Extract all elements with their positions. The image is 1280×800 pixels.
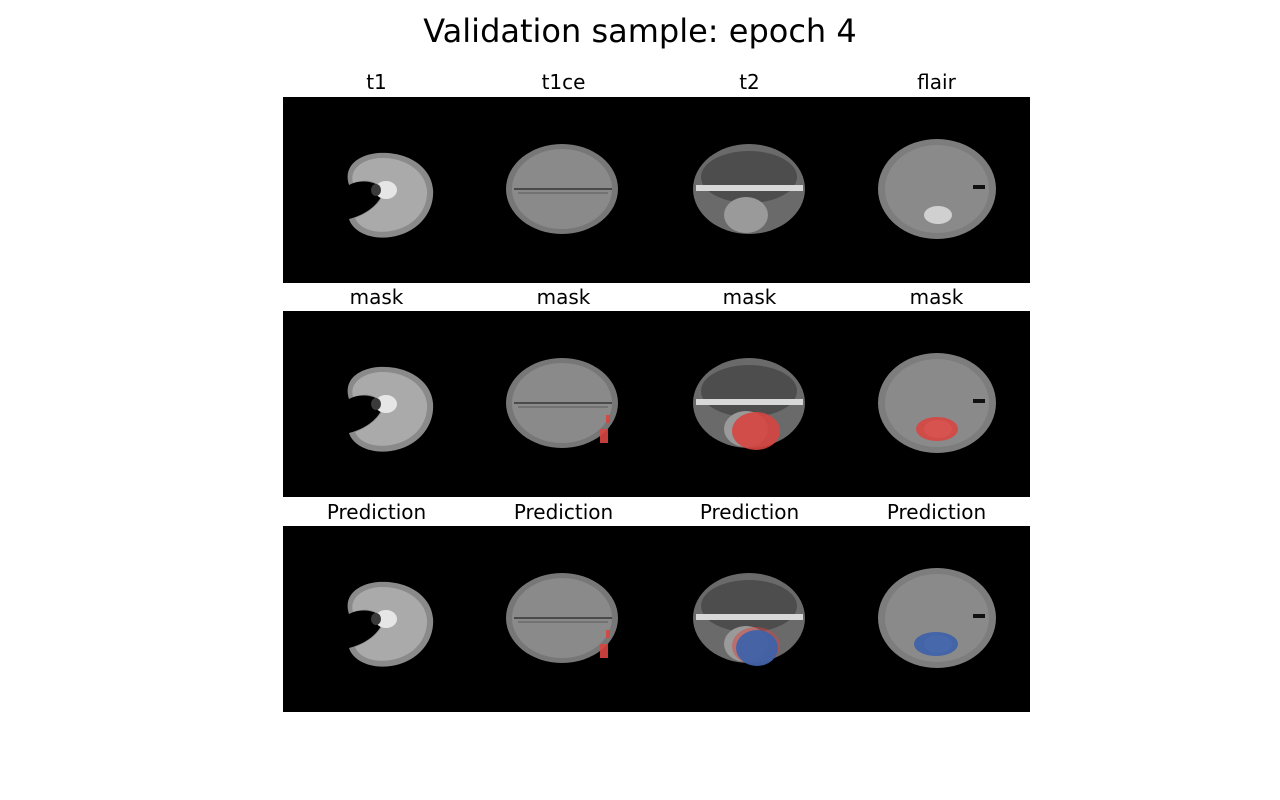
mask-overlay-region	[916, 417, 958, 441]
dark-region-shape	[701, 365, 797, 417]
mask-overlay-region	[600, 429, 608, 443]
brain-slice-t1ce-image	[506, 358, 618, 448]
prediction-panel-t1ce	[470, 526, 657, 712]
dark-region-shape	[701, 151, 797, 203]
bright-structure	[375, 181, 397, 199]
mask-panel-t1	[283, 311, 470, 497]
panel-title-prediction-t2: Prediction	[699, 500, 800, 524]
brain-slice-t2-image	[693, 573, 805, 666]
panel-title-prediction-t1ce: Prediction	[513, 500, 614, 524]
bright-band-shape	[696, 614, 803, 620]
bright-structure	[375, 395, 397, 413]
dark-region-shape	[701, 580, 797, 632]
ventricle-shape	[371, 184, 381, 196]
lesion-region-shape	[724, 197, 768, 233]
brain-slice-flair-image	[878, 353, 996, 453]
prediction-panel-flair	[843, 526, 1030, 712]
brain-slice-t1ce-image	[506, 144, 618, 234]
panel-title-prediction-t1: Prediction	[326, 500, 427, 524]
prediction-overlay-region	[914, 632, 958, 656]
ventricle-shape	[371, 613, 381, 625]
brain-slice-flair-image	[878, 568, 996, 668]
hyperintense-region-shape	[924, 206, 952, 224]
panel-title-prediction-flair: Prediction	[886, 500, 987, 524]
mask-overlay-region	[600, 644, 608, 658]
brain-slice-t2-image	[693, 358, 805, 450]
white-matter-shape	[885, 359, 989, 447]
brain-slice-t1-image	[347, 152, 434, 238]
panel-title-mask-flair: mask	[909, 285, 964, 309]
mask-panel-flair	[843, 311, 1030, 497]
ventricle-shape	[371, 398, 381, 410]
bright-band-shape	[696, 185, 803, 191]
dark-fissure-shape	[973, 185, 985, 189]
prediction-panel-t2	[656, 526, 843, 712]
mask-panel-t2	[656, 311, 843, 497]
mask-panel-t1ce	[470, 311, 657, 497]
dark-fissure-shape	[973, 614, 985, 618]
brain-slice-flair-image	[878, 139, 996, 239]
panel-title-t1ce: t1ce	[541, 70, 586, 94]
prediction-panel-t1	[283, 526, 470, 712]
prediction-overlay-region	[736, 630, 778, 666]
mri-panel-t1ce	[470, 97, 657, 283]
mri-panel-t2	[656, 97, 843, 283]
brain-slice-t1-image	[347, 366, 434, 452]
mask-overlay-region	[606, 630, 610, 638]
bright-structure	[375, 610, 397, 628]
mask-overlay-region	[732, 412, 780, 450]
figure-title: Validation sample: epoch 4	[423, 12, 857, 50]
mask-overlay-region	[606, 415, 610, 423]
bright-band-shape	[696, 399, 803, 405]
panel-title-t1: t1	[366, 70, 387, 94]
white-matter-shape	[885, 145, 989, 233]
mri-panel-flair	[843, 97, 1030, 283]
mri-panel-t1	[283, 97, 470, 283]
brain-slice-t1ce-image	[506, 573, 618, 663]
panel-title-mask-t2: mask	[722, 285, 777, 309]
panel-title-mask-t1ce: mask	[536, 285, 591, 309]
panel-title-flair: flair	[917, 70, 956, 94]
panel-title-mask-t1: mask	[349, 285, 404, 309]
panel-title-t2: t2	[739, 70, 760, 94]
white-matter-shape	[885, 574, 989, 662]
brain-slice-t1-image	[347, 581, 434, 667]
dark-fissure-shape	[973, 399, 985, 403]
brain-slice-t2-image	[693, 144, 805, 234]
